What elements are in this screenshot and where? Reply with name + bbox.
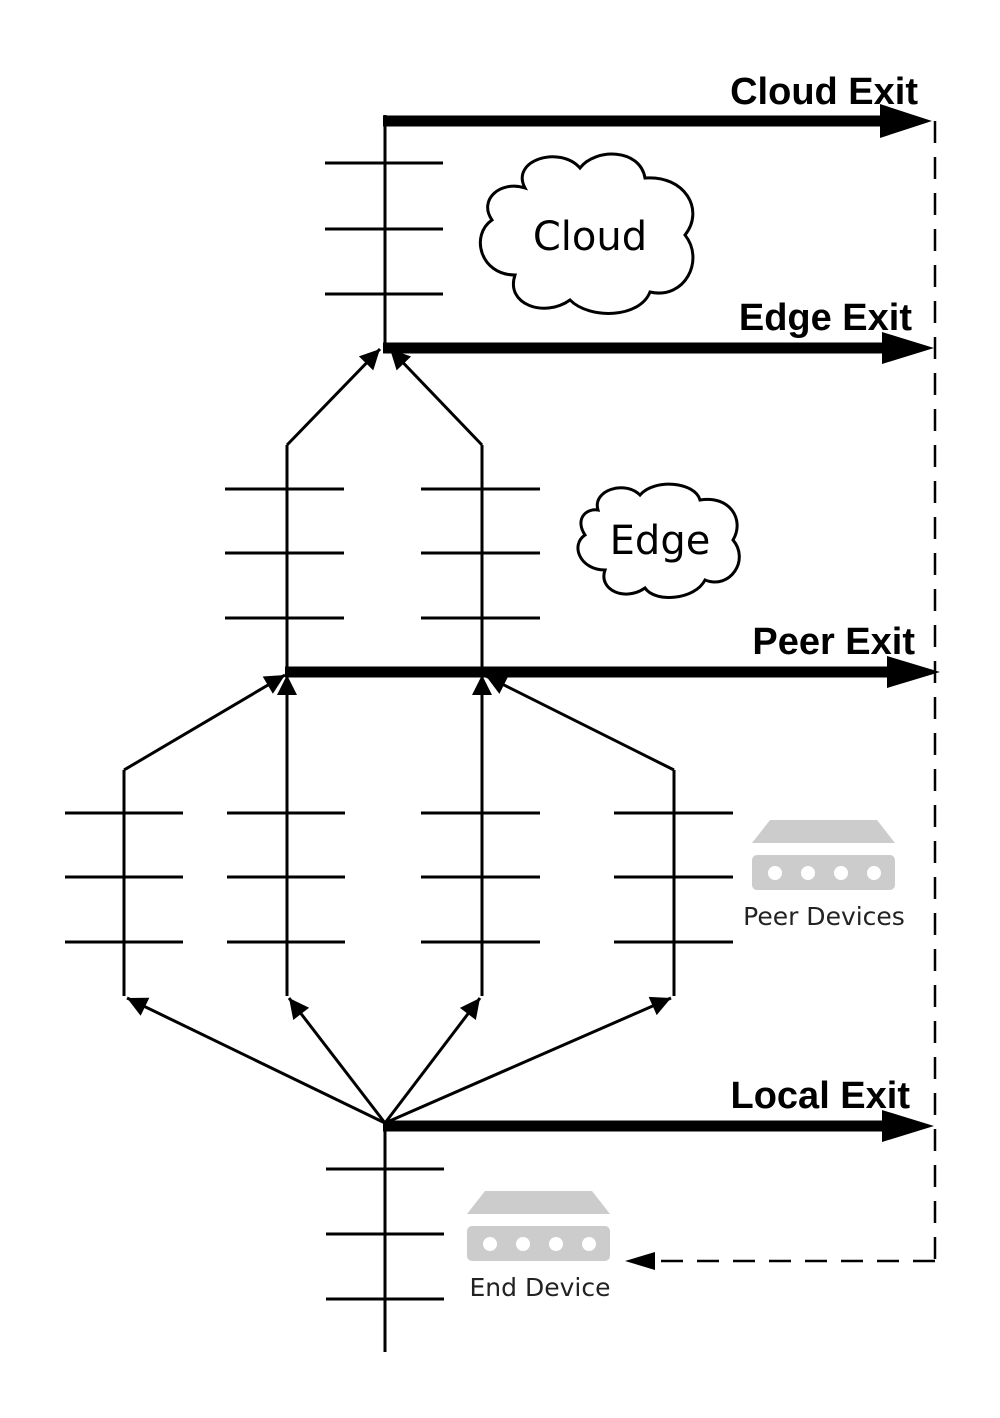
- end-device-label: End Device: [470, 1273, 611, 1302]
- edge-node-1: [225, 445, 344, 672]
- peer-node-2: [227, 705, 345, 996]
- cloud-exit-label: Cloud Exit: [730, 71, 918, 113]
- cloud-exit-arrow: [383, 104, 932, 138]
- end-device-node: [326, 1123, 444, 1352]
- edge-label: Edge: [610, 518, 711, 564]
- peer-node-3: [421, 705, 540, 996]
- local-exit-label: Local Exit: [731, 1075, 911, 1117]
- peer-devices-label: Peer Devices: [743, 902, 905, 931]
- peer-exit-arrow: [285, 656, 940, 688]
- result-return-path: [625, 121, 937, 1270]
- edge-cloud-icon: [576, 482, 741, 599]
- peer-node-1: [65, 770, 183, 996]
- edge-to-cloud-arrows: [285, 347, 484, 447]
- peer-to-edge-arrows: [123, 673, 675, 772]
- peer-node-4: [614, 770, 733, 996]
- edge-exit-label: Edge Exit: [739, 297, 912, 339]
- edge-node-2: [421, 445, 540, 672]
- local-exit-arrow: [383, 1110, 934, 1142]
- end-to-peer-arrows: [126, 996, 672, 1125]
- cloud-label: Cloud: [533, 214, 647, 260]
- end-device-icon: [467, 1191, 610, 1261]
- peer-exit-label: Peer Exit: [752, 621, 915, 663]
- cloud-node: [325, 115, 443, 350]
- peer-devices-icon: [752, 820, 895, 890]
- cloud-icon: [478, 152, 695, 315]
- edge-exit-arrow: [383, 332, 934, 364]
